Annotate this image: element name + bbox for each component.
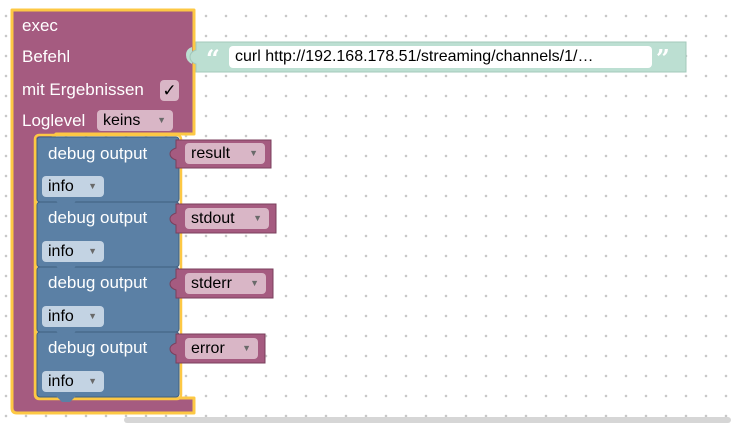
variable-name: stderr	[191, 275, 232, 292]
variable-dropdown-stdout[interactable]: stdout ▼	[185, 208, 269, 229]
debug-output-label: debug output	[48, 208, 148, 227]
horizontal-scrollbar[interactable]	[124, 417, 731, 423]
debug-notch-4	[56, 396, 76, 402]
open-quote-icon: “	[206, 44, 220, 73]
dropdown-arrow-icon: ▼	[253, 213, 262, 223]
level-dropdown-2[interactable]: info ▼	[42, 241, 104, 262]
dropdown-arrow-icon: ▼	[249, 148, 258, 158]
level-value: info	[48, 243, 74, 260]
dropdown-arrow-icon: ▼	[157, 115, 166, 125]
loglevel-label: Loglevel	[22, 111, 86, 130]
dropdown-arrow-icon: ▼	[250, 278, 259, 288]
variable-dropdown-stderr[interactable]: stderr ▼	[185, 273, 266, 294]
level-value: info	[48, 308, 74, 325]
dropdown-arrow-icon: ▼	[88, 246, 97, 256]
dropdown-arrow-icon: ▼	[88, 376, 97, 386]
debug-notch-3	[56, 331, 76, 337]
close-quote-icon: ”	[656, 44, 670, 73]
debug-output-label: debug output	[48, 144, 148, 163]
level-dropdown-4[interactable]: info ▼	[42, 371, 104, 392]
level-dropdown-3[interactable]: info ▼	[42, 306, 104, 327]
variable-name: result	[191, 145, 231, 162]
debug-notch-2	[56, 266, 76, 272]
debug-stack-outline	[33, 133, 183, 401]
level-value: info	[48, 373, 74, 390]
variable-name: error	[191, 340, 225, 357]
debug-notch-1	[56, 201, 76, 207]
exec-title: exec	[22, 16, 58, 35]
dropdown-arrow-icon: ▼	[88, 311, 97, 321]
dropdown-arrow-icon: ▼	[242, 343, 251, 353]
variable-dropdown-result[interactable]: result ▼	[185, 143, 265, 164]
debug-output-label: debug output	[48, 338, 148, 357]
variable-name: stdout	[191, 210, 235, 227]
loglevel-value: keins	[103, 112, 141, 129]
debug-output-label: debug output	[48, 273, 148, 292]
mit-ergebnissen-label: mit Ergebnissen	[22, 80, 144, 99]
mit-ergebnissen-checkbox[interactable]: ✓	[160, 80, 179, 101]
level-dropdown-1[interactable]: info ▼	[42, 176, 104, 197]
befehl-label: Befehl	[22, 47, 71, 66]
loglevel-dropdown[interactable]: keins ▼	[97, 110, 173, 131]
dropdown-arrow-icon: ▼	[88, 181, 97, 191]
variable-dropdown-error[interactable]: error ▼	[185, 338, 258, 359]
command-text-field[interactable]: curl http://192.168.178.51/streaming/cha…	[229, 46, 652, 68]
level-value: info	[48, 178, 74, 195]
